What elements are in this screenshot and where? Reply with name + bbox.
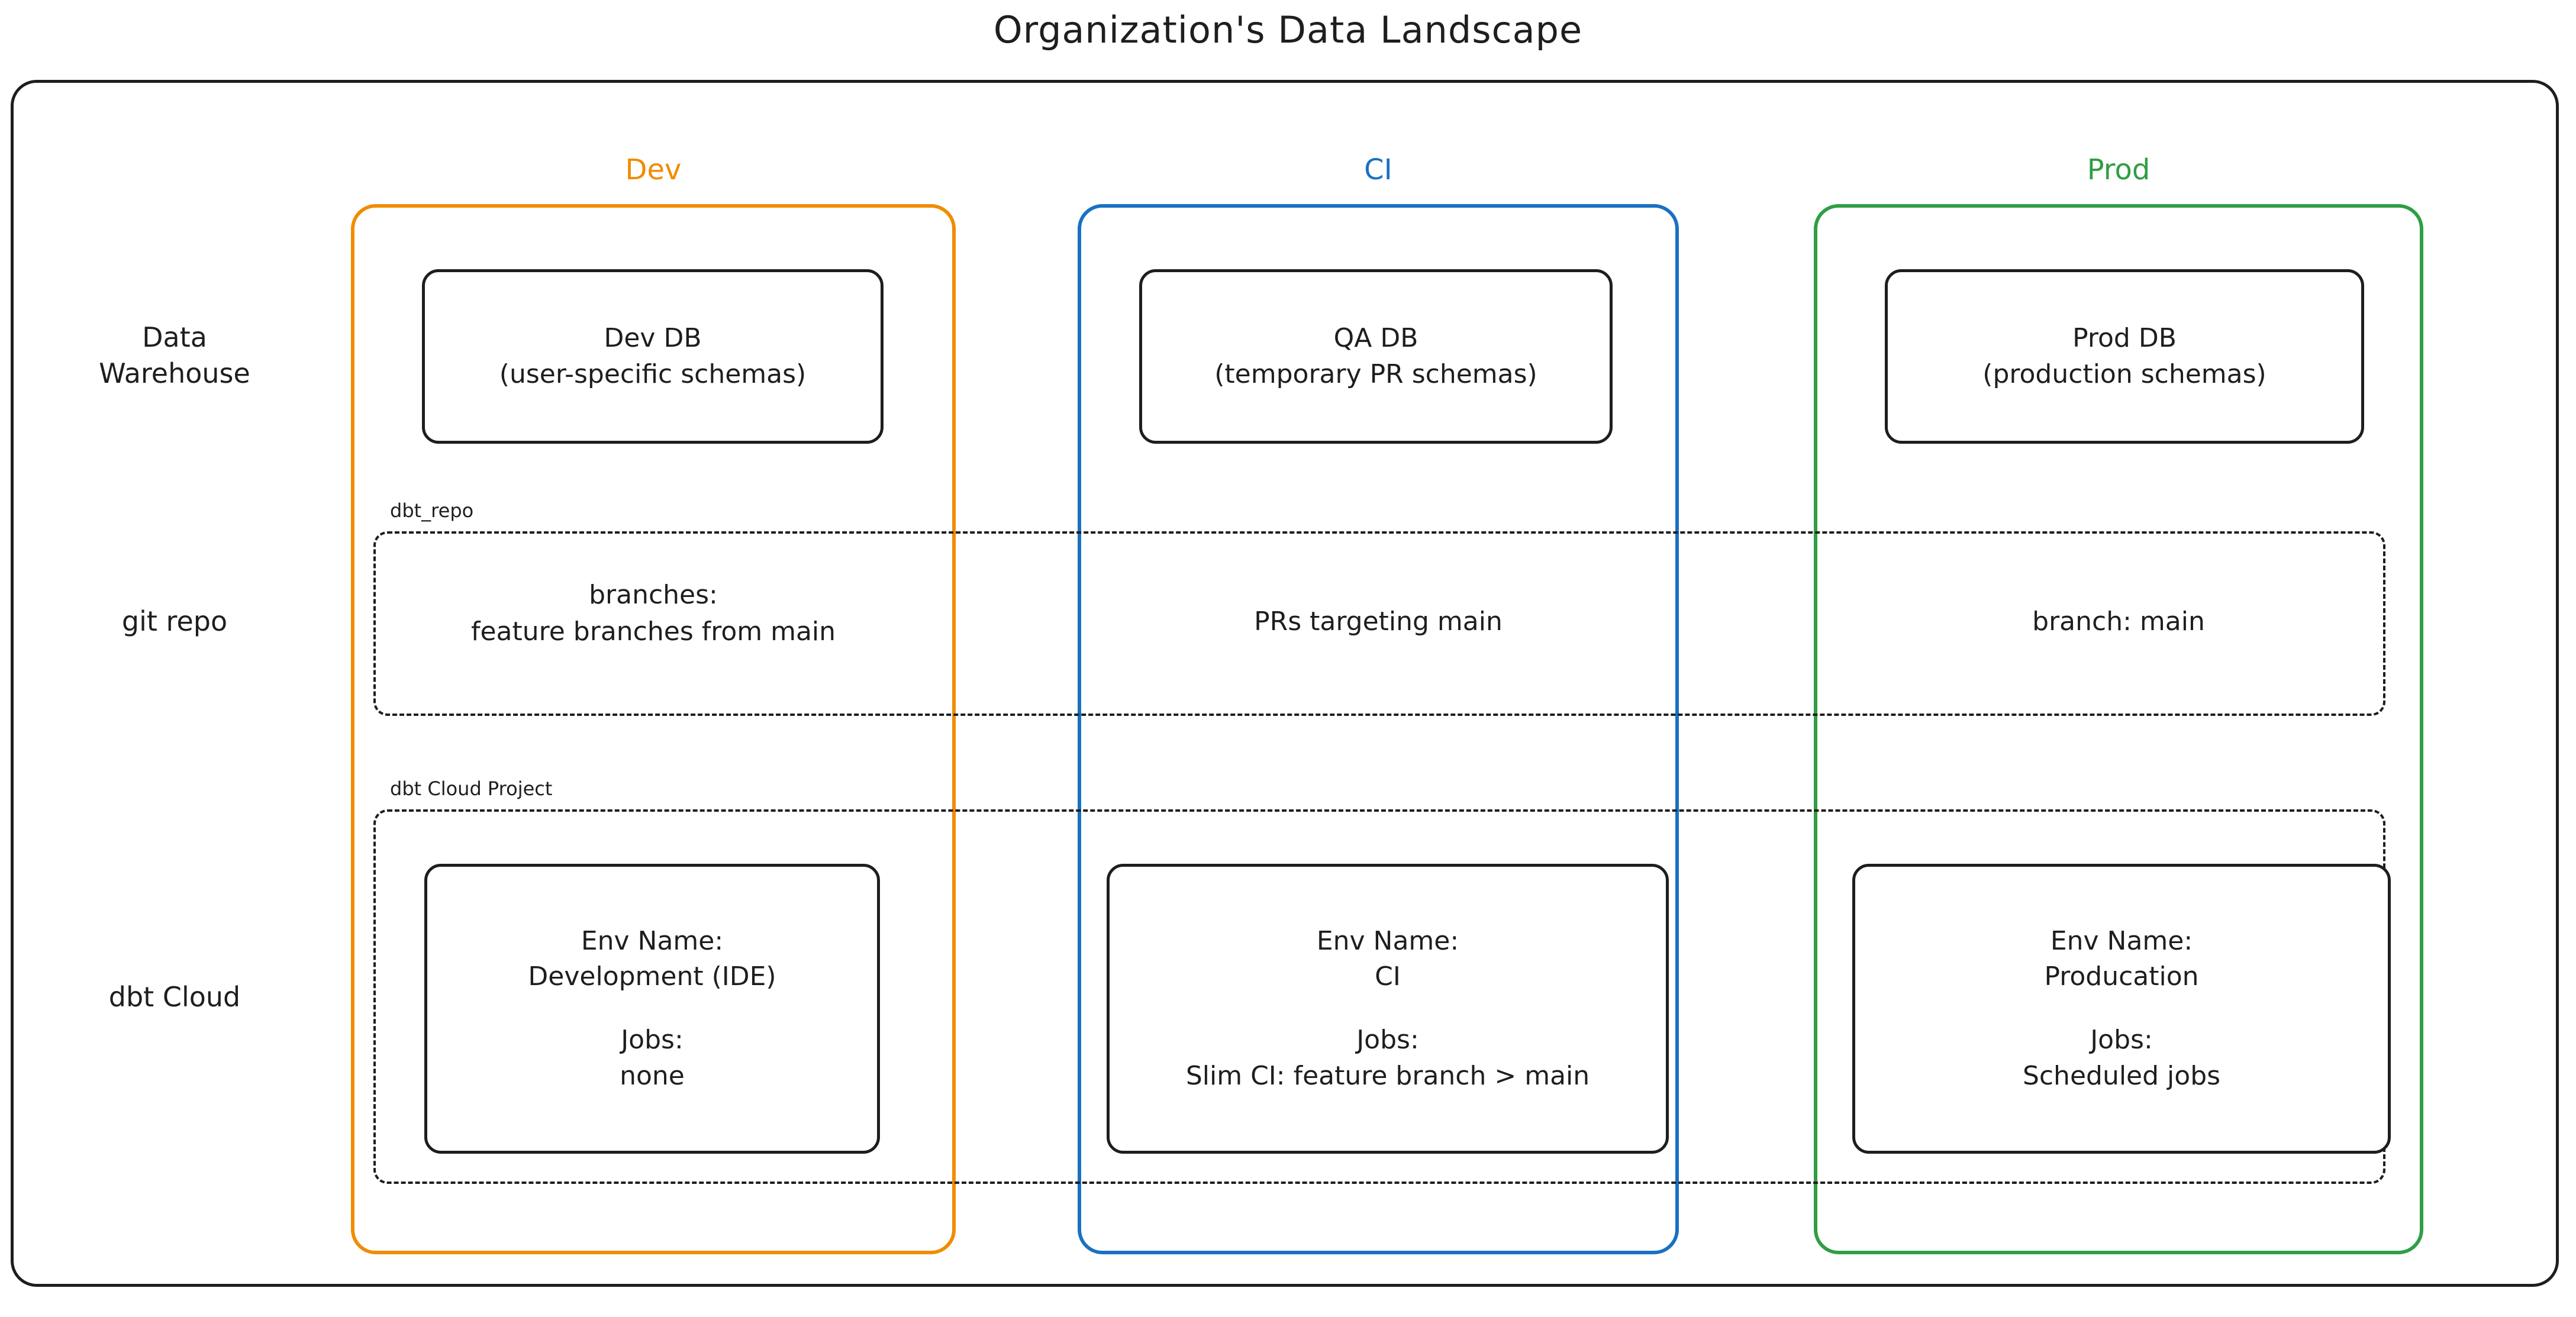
card-prod-db-detail: (production schemas) (1982, 359, 2267, 389)
group-label-dbt-repo: dbt_repo (390, 499, 474, 522)
card-dbt-cloud-dev-env-value: Development (IDE) (528, 961, 776, 992)
env-column-title-prod: Prod (2087, 153, 2151, 186)
card-dev-db[interactable]: Dev DB (user-specific schemas) (422, 269, 884, 444)
card-dbt-cloud-prod-jobs-label: Jobs: (2090, 1025, 2153, 1055)
card-dbt-cloud-ci-env-value: CI (1375, 961, 1401, 992)
card-dbt-cloud-dev-env-label: Env Name: (581, 925, 724, 956)
page-title: Organization's Data Landscape (993, 8, 1583, 51)
card-dbt-cloud-prod-env-value: Producation (2044, 961, 2199, 992)
git-repo-text-prod: branch: main (2032, 606, 2205, 637)
card-prod-db[interactable]: Prod DB (production schemas) (1885, 269, 2364, 444)
card-dbt-cloud-prod-env-label: Env Name: (2050, 925, 2193, 956)
card-dbt-cloud-ci-jobs-value: Slim CI: feature branch > main (1185, 1060, 1590, 1091)
group-label-dbt-cloud-project: dbt Cloud Project (390, 777, 553, 800)
card-dbt-cloud-dev-jobs-value: none (620, 1060, 685, 1091)
card-dbt-cloud-prod-jobs-value: Scheduled jobs (2022, 1060, 2221, 1091)
group-dbt-cloud-project[interactable]: dbt Cloud Project (373, 777, 2385, 1184)
card-dbt-cloud-ci-jobs-label: Jobs: (1356, 1025, 1419, 1055)
card-qa-db[interactable]: QA DB (temporary PR schemas) (1139, 269, 1613, 444)
env-column-ci[interactable]: CI (1078, 153, 1679, 1254)
outer-frame (11, 80, 2559, 1287)
card-dbt-cloud-dev-jobs-label: Jobs: (621, 1025, 684, 1055)
env-column-title-ci: CI (1364, 153, 1392, 186)
env-column-dev[interactable]: Dev (351, 153, 956, 1254)
git-repo-text-dev: branches: feature branches from main (470, 580, 836, 647)
card-dbt-cloud-prod[interactable]: Env Name: Producation Jobs: Scheduled jo… (1852, 864, 2391, 1154)
row-label-git-repo: git repo (121, 605, 228, 637)
card-qa-db-detail: (temporary PR schemas) (1214, 359, 1537, 389)
group-dbt-repo[interactable]: dbt_repo (373, 499, 2385, 716)
card-dev-db-name: Dev DB (604, 322, 702, 353)
env-column-title-dev: Dev (625, 153, 682, 186)
env-column-prod[interactable]: Prod (1814, 153, 2423, 1254)
row-label-dbt-cloud: dbt Cloud (108, 981, 241, 1013)
card-dbt-cloud-dev[interactable]: Env Name: Development (IDE) Jobs: none (424, 864, 880, 1154)
card-dbt-cloud-ci[interactable]: Env Name: CI Jobs: Slim CI: feature bran… (1107, 864, 1669, 1154)
card-dbt-cloud-ci-env-label: Env Name: (1316, 925, 1459, 956)
card-qa-db-name: QA DB (1333, 322, 1418, 353)
row-label-data-warehouse: Data Warehouse (99, 321, 250, 390)
card-prod-db-name: Prod DB (2072, 322, 2177, 353)
card-dev-db-detail: (user-specific schemas) (499, 359, 807, 389)
git-repo-text-ci: PRs targeting main (1254, 606, 1503, 637)
